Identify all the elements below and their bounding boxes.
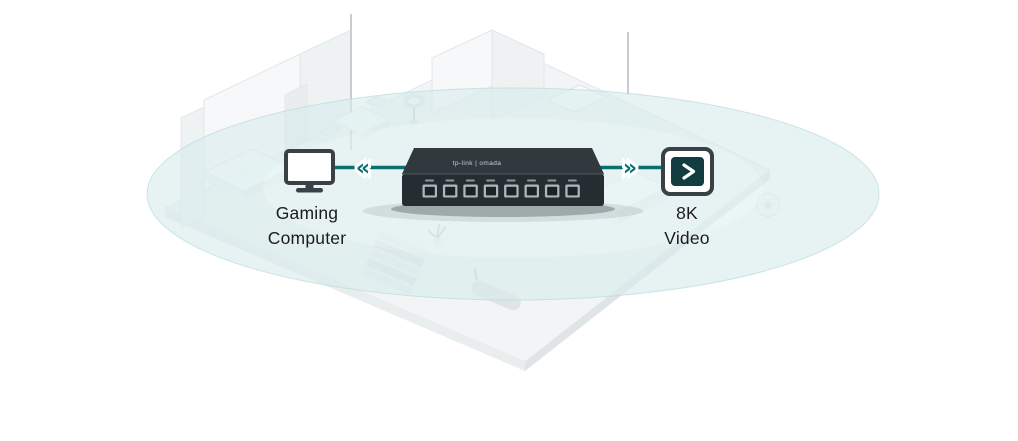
- play-tile: [671, 157, 704, 186]
- ethernet-port: [445, 179, 455, 182]
- ethernet-port: [486, 186, 496, 196]
- flow-right-icon: »: [623, 156, 637, 181]
- switch-top-face: [402, 148, 604, 174]
- ethernet-port: [486, 179, 496, 182]
- ethernet-port: [424, 186, 435, 196]
- switch-brand-text: tp-link | omada: [453, 160, 502, 167]
- left-device-label: Gaming Computer: [242, 201, 372, 251]
- ethernet-port: [567, 179, 577, 182]
- ethernet-port: [526, 186, 537, 196]
- ethernet-port: [465, 179, 475, 182]
- ethernet-port: [547, 179, 557, 182]
- ethernet-port: [465, 186, 476, 196]
- switch-front-face: [402, 174, 604, 206]
- label-line: Computer: [267, 227, 347, 248]
- switch-device: tp-link | omada: [402, 148, 604, 206]
- ethernet-port: [506, 186, 517, 196]
- label-line: 8K: [676, 203, 698, 223]
- label-line: Video: [664, 227, 710, 248]
- ethernet-port: [547, 186, 558, 196]
- switch-ports: [422, 179, 580, 198]
- tv-play-icon: [661, 147, 714, 196]
- ethernet-port: [425, 179, 434, 182]
- ethernet-port: [527, 179, 536, 182]
- ethernet-port: [445, 186, 456, 196]
- right-device-label: 8K Video: [622, 201, 752, 251]
- label-line: Gaming: [275, 203, 339, 223]
- flow-left-icon: «: [356, 156, 370, 181]
- ethernet-port: [506, 179, 516, 182]
- monitor-icon: [284, 149, 335, 193]
- play-arrow-icon: [682, 163, 696, 180]
- ethernet-port: [567, 186, 578, 196]
